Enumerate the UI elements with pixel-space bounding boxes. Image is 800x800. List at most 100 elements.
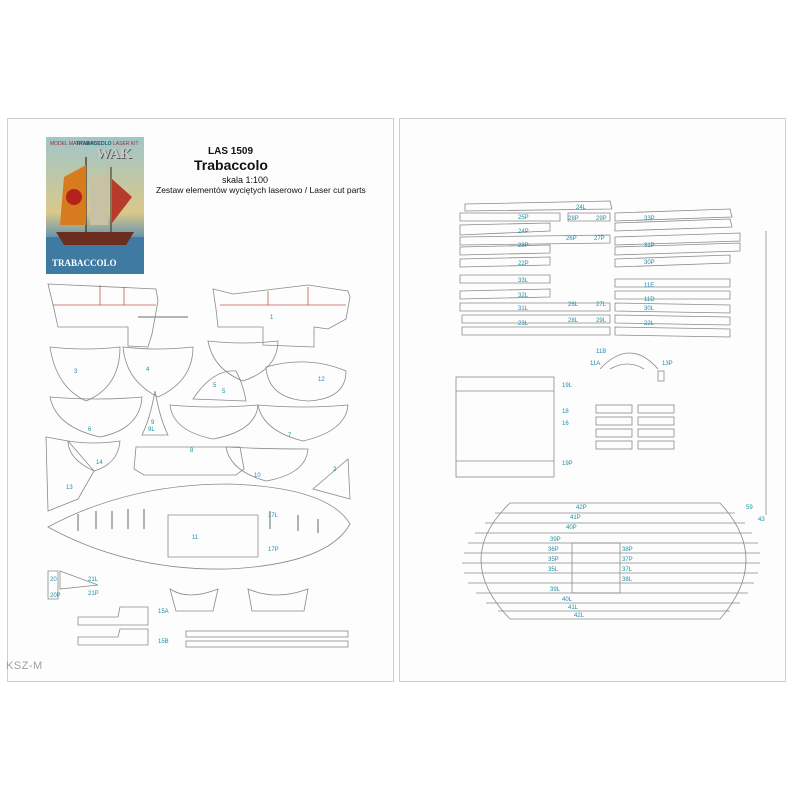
- part-label: 39L: [550, 587, 561, 593]
- part-label: 37L: [622, 567, 633, 573]
- cover-logo: WAK: [96, 146, 132, 162]
- part-label: 32L: [518, 293, 529, 299]
- kit-description: Zestaw elementów wyciętych laserowo / La…: [156, 185, 366, 195]
- part-label: 42L: [574, 613, 585, 619]
- part-label: 2: [333, 467, 337, 473]
- frame-5-small: [192, 370, 247, 402]
- part-label: 11: [192, 535, 199, 541]
- part-label: 33L: [518, 278, 529, 284]
- part-label: 12: [318, 377, 325, 383]
- part-label: 19P: [562, 461, 573, 467]
- part-label: 41L: [568, 605, 579, 611]
- part-15A: [77, 606, 149, 626]
- part-label: 19L: [562, 383, 573, 389]
- part-label: 24L: [576, 205, 587, 211]
- part-label: 11D: [644, 297, 655, 303]
- part-label: 22L: [644, 321, 655, 327]
- curved-part-11: [599, 352, 659, 370]
- part-21: [59, 570, 99, 590]
- part-label: 29P: [596, 216, 607, 222]
- part-label: 11A: [590, 361, 600, 367]
- support-right: [247, 588, 309, 612]
- part-label: 10: [254, 473, 261, 479]
- part-label: 36P: [548, 547, 559, 553]
- watermark-text: KSZ-M: [6, 660, 43, 672]
- strip-long-1: [185, 630, 349, 638]
- part-label: 41P: [570, 515, 581, 521]
- part-label: 29L: [596, 318, 607, 324]
- plank-strips: [459, 200, 741, 338]
- kit-name: Trabaccolo: [194, 157, 268, 173]
- frame-7: [257, 404, 349, 442]
- part-label: 40L: [562, 597, 573, 603]
- frame-9L: [141, 390, 169, 436]
- part-15B: [77, 628, 149, 646]
- part-label: 18: [562, 409, 569, 415]
- part-label: 14: [96, 460, 103, 466]
- frame-14: [67, 440, 121, 472]
- right-parts-drawing: 24L 25P 28P 29P 33P 24P 26P 27P 23P 31P …: [455, 200, 767, 620]
- deck-oval: [480, 502, 747, 620]
- cover-kit-label: LASER KIT: [113, 141, 139, 147]
- part-label: 40P: [566, 525, 577, 531]
- frame-10: [225, 446, 309, 482]
- support-left: [169, 588, 219, 612]
- keel-deck-outline: [47, 483, 351, 570]
- strip-long-2: [185, 640, 349, 648]
- part-label: 28P: [568, 216, 579, 222]
- part-label: 39P: [550, 537, 561, 543]
- cover-ship-name: TRABACCOLO: [52, 258, 117, 268]
- box-cover-image: MODEL MARYNARSKI TRABACCOLO LASER KIT WA…: [46, 137, 144, 274]
- part-label: 27L: [596, 302, 607, 308]
- part-label: 33P: [644, 216, 655, 222]
- part-label: 21L: [88, 577, 99, 583]
- part-label: 15A: [158, 609, 169, 615]
- frame-11: [167, 514, 259, 558]
- part-label: 38P: [622, 547, 633, 553]
- part-label: 9L: [148, 427, 155, 433]
- stem-13: [45, 436, 95, 512]
- part-label: 31P: [644, 243, 655, 249]
- part-label: 11B: [596, 349, 606, 355]
- part-label: 4: [146, 367, 150, 373]
- part-label: 37P: [622, 557, 633, 563]
- left-parts-drawing: 1 3 4 5 5 12 6 9 9L 7 8 14 10 2 13 11 17…: [45, 283, 351, 648]
- part-label: 7: [288, 433, 292, 439]
- part-label: 13P: [662, 361, 673, 367]
- part-label: 21P: [88, 591, 99, 597]
- part-label: 8: [190, 448, 194, 454]
- cover-title: TRABACCOLO: [76, 141, 112, 147]
- part-label: 3: [74, 369, 78, 375]
- right-parts-sheet: 24L 25P 28P 29P 33P 24P 26P 27P 23P 31P …: [399, 118, 786, 682]
- part-label: 30P: [644, 260, 655, 266]
- cover-brand: MODEL MARYNARSKI: [50, 141, 102, 147]
- small-block: [657, 370, 665, 382]
- part-label: 35L: [548, 567, 559, 573]
- part-label: 15B: [158, 639, 169, 645]
- deck-planks: [462, 512, 760, 612]
- part-label: 17P: [268, 547, 279, 553]
- part-label: 5: [222, 389, 226, 395]
- frame-4: [122, 346, 194, 398]
- frame-9: [169, 404, 259, 440]
- part-label: 28L: [568, 318, 579, 324]
- curved-part-11b: [609, 363, 645, 370]
- part-label: 43: [758, 517, 765, 523]
- part-label: 5: [213, 383, 217, 389]
- frame-6: [49, 396, 143, 438]
- frame-3: [49, 346, 121, 402]
- hull-side-part: [47, 283, 351, 348]
- part-label: 30L: [644, 306, 655, 312]
- frame-12: [265, 361, 347, 402]
- part-label: 25P: [518, 215, 529, 221]
- part-label: 22P: [518, 261, 529, 267]
- part-label: 27P: [594, 236, 605, 242]
- part-label: 24P: [518, 229, 529, 235]
- part-label: 11E: [644, 283, 654, 289]
- part-label: 23P: [518, 243, 529, 249]
- part-label: 42P: [576, 505, 587, 511]
- stern-2: [312, 458, 351, 500]
- part-label: 1: [270, 315, 274, 321]
- frame-8: [133, 446, 245, 476]
- part-20: [47, 570, 59, 600]
